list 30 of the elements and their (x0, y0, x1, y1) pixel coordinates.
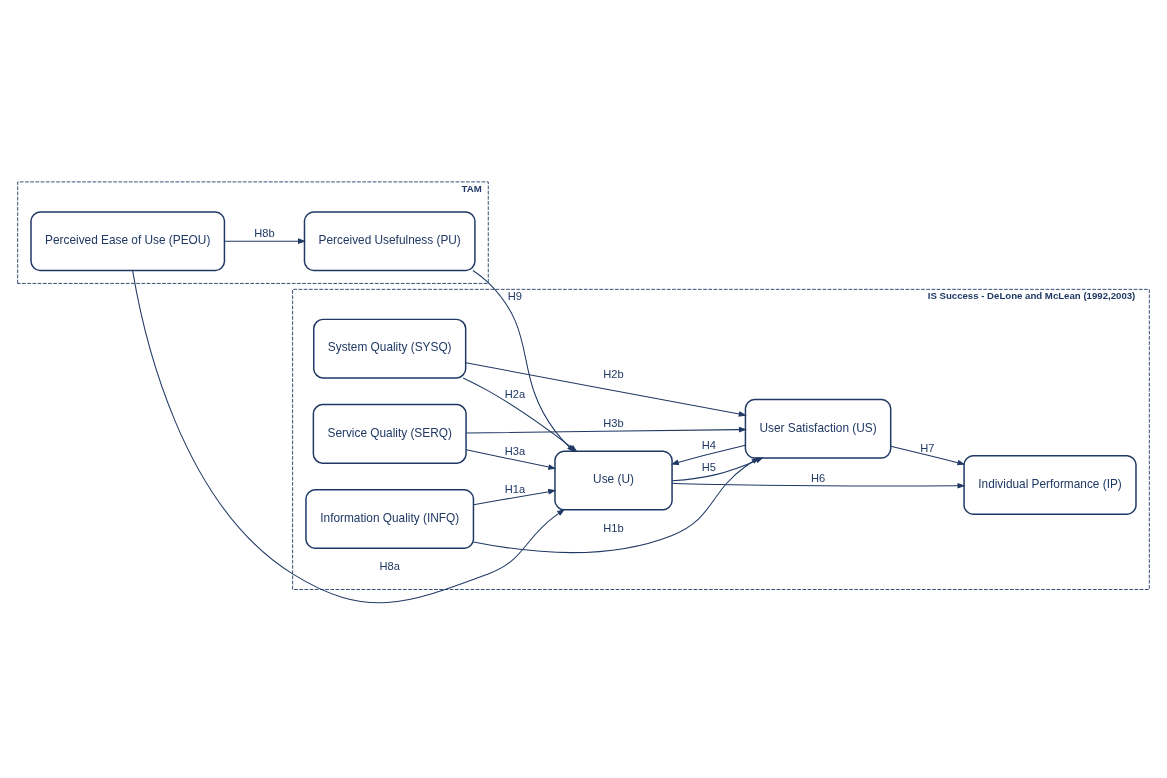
node-box: Perceived Usefulness (PU) (303, 210, 476, 271)
arrow (465, 361, 747, 417)
node-box: User Satisfaction (US) (744, 398, 892, 459)
edge-label: H9 (507, 289, 523, 302)
edge-label: H1a (504, 482, 526, 495)
arrow (224, 237, 307, 244)
arrow (465, 426, 747, 433)
arrow (473, 488, 557, 505)
arrow (670, 444, 746, 465)
node-box: Service Quality (SERQ) (312, 403, 467, 464)
edge-label: H2b (603, 367, 624, 380)
edge-label: H6 (810, 471, 826, 484)
node-box: Perceived Ease of Use (PEOU) (30, 210, 226, 271)
node-box: System Quality (SYSQ) (313, 318, 467, 379)
arrow (132, 269, 566, 603)
arrow (890, 445, 966, 465)
node-box: Use (U) (554, 450, 673, 511)
node-box: Information Quality (INFQ) (305, 488, 475, 549)
edge-label: H7 (920, 441, 935, 454)
arrow (465, 448, 557, 470)
edge-label: H3b (603, 416, 624, 429)
edge-label: H3a (504, 444, 526, 457)
edge-label: H4 (701, 438, 716, 451)
edge-label: H2a (504, 387, 526, 400)
node-box: Individual Performance (IP) (963, 454, 1137, 515)
edge-label: H5 (701, 460, 716, 473)
edge-label: H8b (254, 226, 275, 239)
edge-label: H8a (379, 559, 400, 572)
arrow (671, 482, 966, 489)
edge-label: H1b (603, 521, 624, 534)
